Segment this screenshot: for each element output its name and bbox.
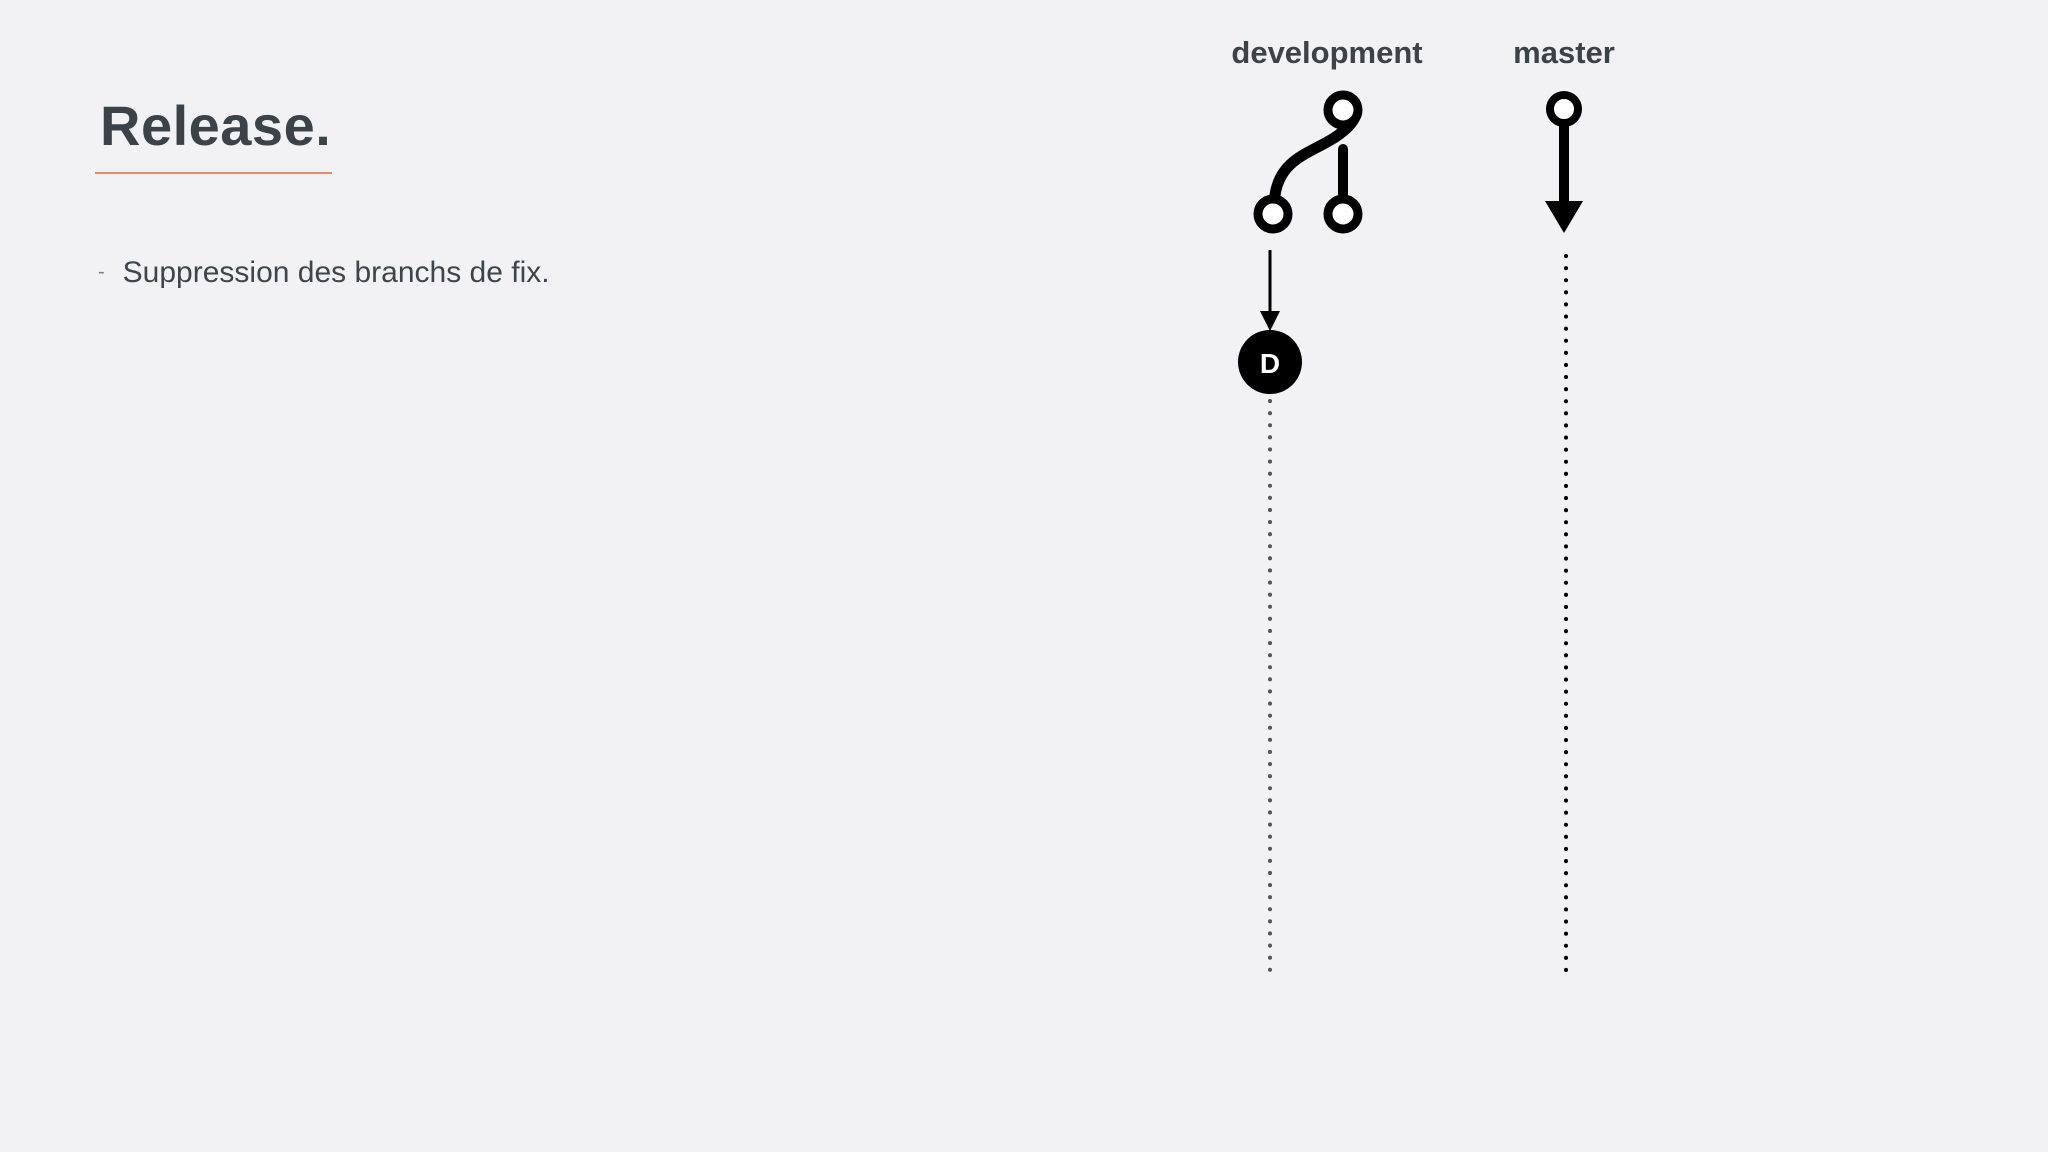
- branch-label-master: master: [1513, 35, 1615, 70]
- title-underline: [95, 172, 332, 174]
- development-arrow: [1260, 250, 1280, 331]
- bullet-marker: -: [98, 261, 105, 283]
- git-branch-icon: [1253, 90, 1363, 234]
- list-item: - Suppression des branchs de fix.: [98, 258, 550, 288]
- page-title: Release.: [100, 94, 332, 157]
- branch-label-development: development: [1231, 35, 1423, 70]
- git-commit-arrow-icon: [1545, 91, 1583, 233]
- bullet-text: Suppression des branchs de fix.: [122, 256, 550, 289]
- commit-node: D: [1238, 330, 1302, 394]
- commit-label: D: [1260, 348, 1280, 379]
